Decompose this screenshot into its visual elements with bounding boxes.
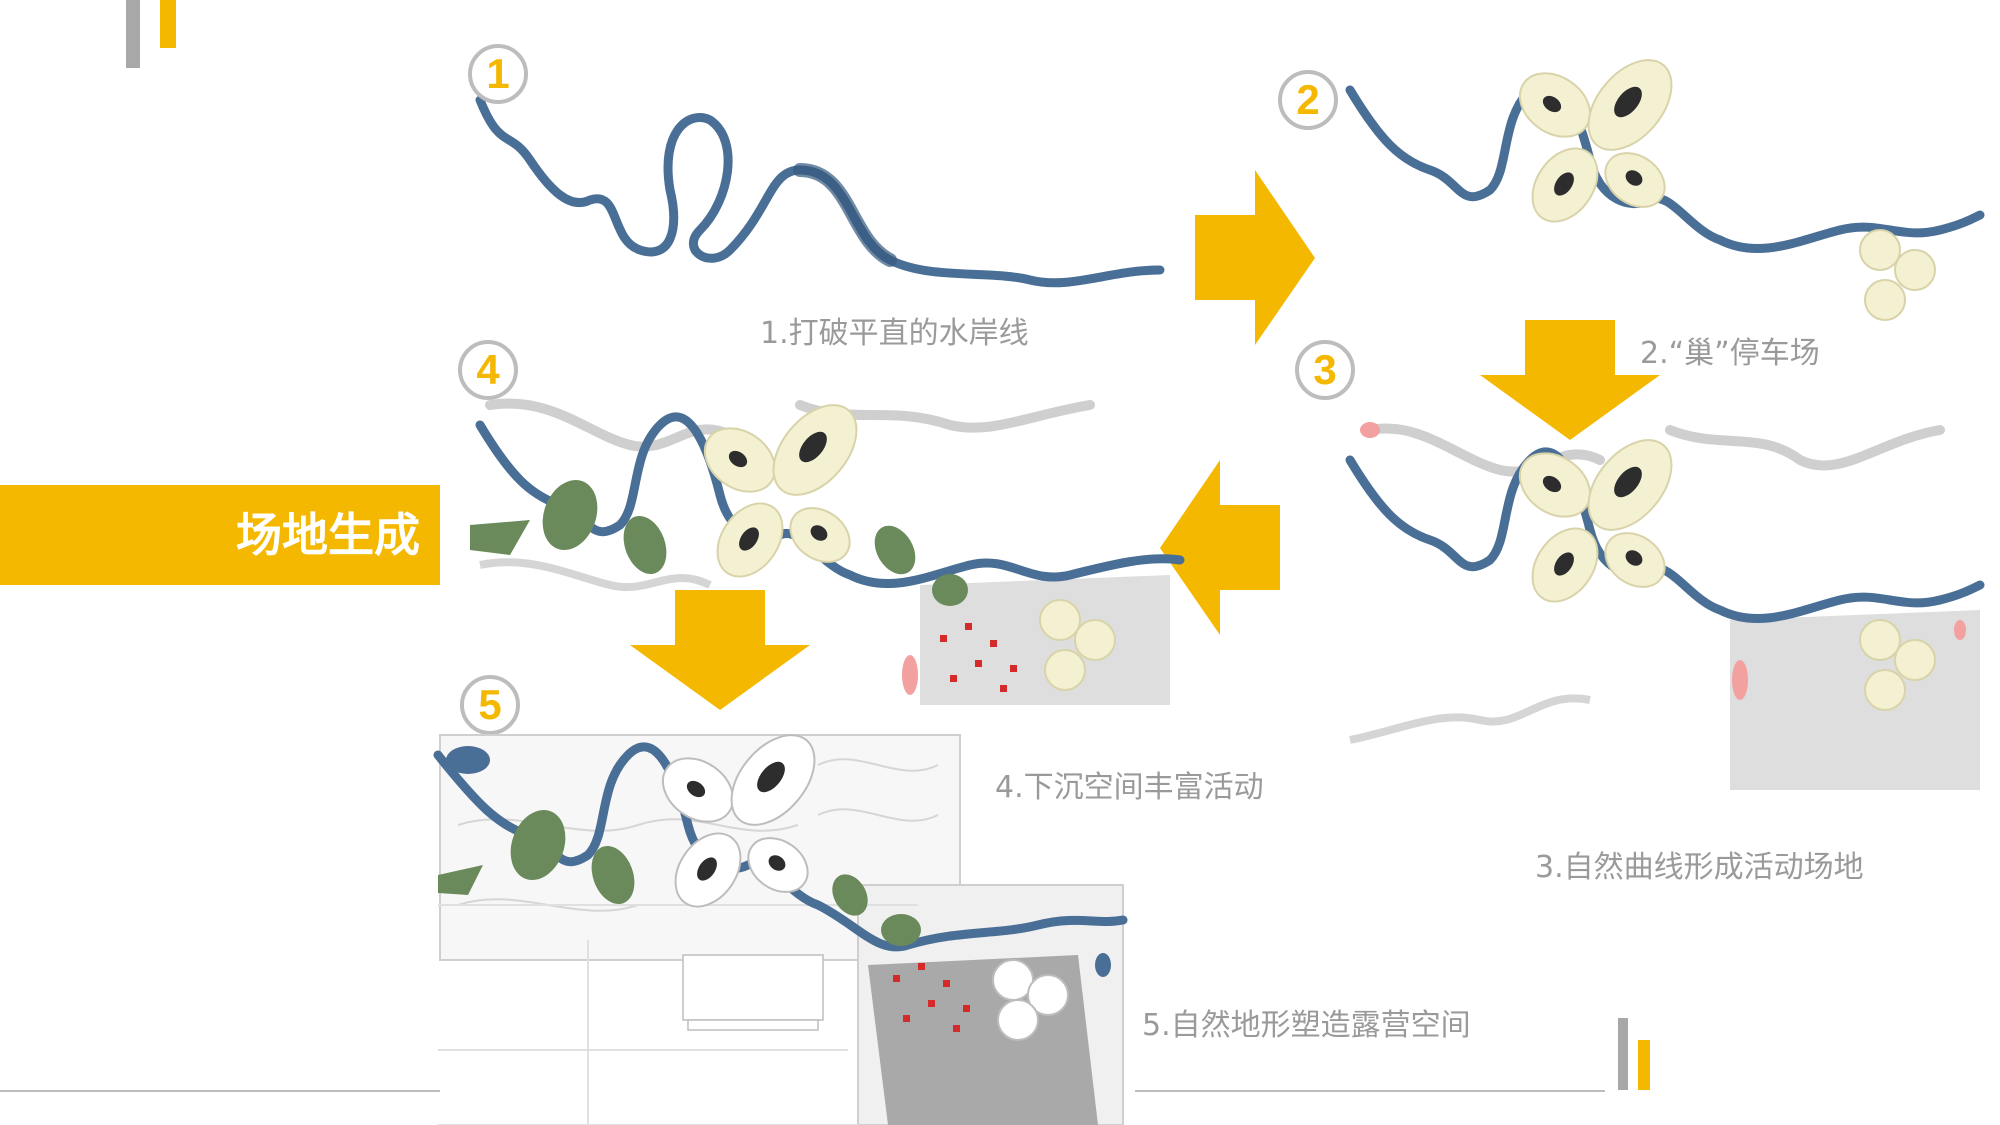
- step-5-diagram: [433, 734, 1128, 1125]
- step-number-3-text: 3: [1313, 346, 1337, 393]
- step-1-diagram: [475, 95, 1165, 288]
- decor-bar-yellow-top: [160, 0, 176, 48]
- step-number-4: 4: [458, 340, 518, 400]
- arrow-down-icon-right: [1480, 320, 1660, 440]
- decor-bar-yellow-bottom: [1638, 1040, 1650, 1090]
- step-3-diagram: [1345, 422, 1985, 790]
- step-number-3: 3: [1295, 340, 1355, 400]
- page-title: 场地生成: [236, 508, 420, 562]
- step-1-caption: 1.打破平直的水岸线: [760, 316, 1029, 351]
- step-number-2: 2: [1278, 70, 1338, 130]
- step-3-caption: 3.自然曲线形成活动场地: [1535, 850, 1864, 885]
- title-band: 场地生成: [0, 485, 440, 585]
- bottom-line-right: [1135, 1090, 1605, 1092]
- step-number-1-text: 1: [486, 50, 510, 97]
- decor-bar-gray-top: [126, 0, 140, 68]
- step-4-diagram: [470, 398, 1185, 705]
- step-number-4-text: 4: [476, 346, 500, 393]
- step-number-5-text: 5: [478, 681, 502, 728]
- step-2-caption: 2.“巢”停车场: [1640, 336, 1820, 371]
- arrow-down-icon-left: [630, 590, 810, 710]
- arrow-left-icon: [1160, 460, 1280, 635]
- arrow-right-icon: [1195, 170, 1315, 345]
- step-2-diagram: [1345, 59, 1985, 321]
- step-number-1: 1: [468, 44, 528, 104]
- step-number-5: 5: [460, 675, 520, 735]
- decor-bar-gray-bottom: [1618, 1018, 1628, 1090]
- step-5-caption: 5.自然地形塑造露营空间: [1142, 1008, 1471, 1043]
- bottom-line-left: [0, 1090, 440, 1092]
- step-4-caption: 4.下沉空间丰富活动: [995, 770, 1264, 805]
- step-number-2-text: 2: [1296, 76, 1320, 123]
